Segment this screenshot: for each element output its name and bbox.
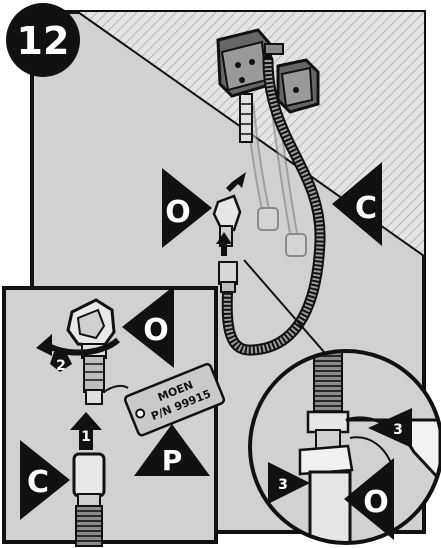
step-1-label: 1 (81, 429, 91, 445)
step-2-label: 2 (56, 358, 66, 374)
up-arrow-icon (216, 232, 232, 256)
zoom-leader-line (243, 259, 339, 369)
braided-hose (218, 54, 326, 356)
up-arrow-icon (226, 172, 246, 192)
valve-stem (239, 93, 253, 143)
label-o-inset: O (143, 313, 169, 348)
zoom-detail-circle: 3 3 O (248, 349, 441, 545)
step-number: 12 (17, 19, 70, 63)
pointer-o-inset: O (122, 286, 174, 368)
inset-panel: 2 O MOEN P/N 99915 1 (2, 286, 226, 547)
pointer-p-inset: P (134, 424, 210, 477)
pointer-o-zoom: O (344, 458, 394, 540)
step-3a-label: 3 (393, 422, 403, 438)
step-number-badge: 12 (6, 3, 80, 77)
valve-body (216, 28, 320, 114)
label-o-top: O (165, 195, 191, 230)
product-tag: MOEN P/N 99915 (103, 362, 226, 437)
step-3b-label: 3 (278, 477, 288, 493)
pointer-c-inset: C (20, 440, 70, 520)
label-c-inset: C (27, 465, 49, 500)
label-p-inset: P (162, 444, 183, 477)
up-arrow-icon: 1 (70, 412, 102, 450)
step-badge-3-upper: 3 (368, 408, 412, 448)
pointer-o-top: O (162, 168, 212, 248)
label-o-zoom: O (363, 485, 389, 520)
curved-arrow-icon (36, 334, 120, 356)
label-c-right: C (355, 191, 377, 226)
step-badge-3-lower: 3 (268, 462, 310, 504)
step-badge-2: 2 (50, 352, 72, 374)
pointer-c-right: C (332, 162, 382, 246)
